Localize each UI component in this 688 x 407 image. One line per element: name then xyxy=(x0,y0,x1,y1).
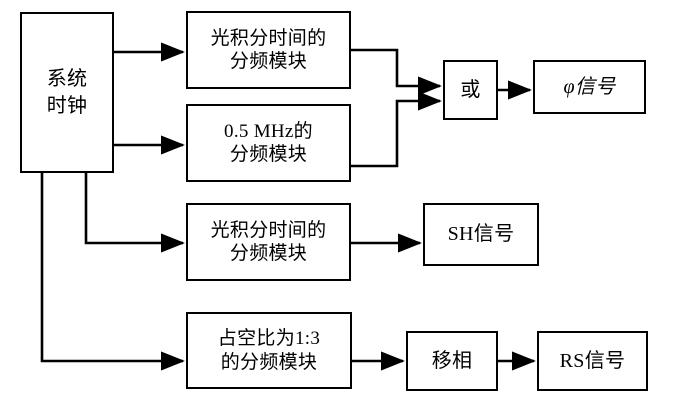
block-integration-time-divider-mid-label: 光积分时间的 分频模块 xyxy=(210,219,327,264)
block-phase-shift-label: 移相 xyxy=(431,349,473,372)
block-duty-cycle-divider: 占空比为1:3 的分频模块 xyxy=(186,312,352,389)
wire-integration-1-to-or xyxy=(351,48,442,96)
block-integration-time-divider-mid: 光积分时间的 分频模块 xyxy=(186,203,351,281)
block-rs-signal-label: RS信号 xyxy=(559,349,626,372)
wire-mhz-to-or xyxy=(351,91,442,168)
block-integration-time-divider-top-label: 光积分时间的 分频模块 xyxy=(210,27,327,72)
block-system-clock: 系统 时钟 xyxy=(20,12,114,173)
block-integration-time-divider-top: 光积分时间的 分频模块 xyxy=(186,11,351,89)
wire-clock-to-integration-2 xyxy=(84,173,185,253)
block-phi-signal-label: φ信号 xyxy=(563,75,616,98)
block-or-gate-label: 或 xyxy=(460,78,481,101)
block-sh-signal: SH信号 xyxy=(423,203,539,266)
block-duty-cycle-divider-label: 占空比为1:3 的分频模块 xyxy=(217,328,321,373)
block-mhz-divider-label: 0.5 MHz的 分频模块 xyxy=(224,120,313,165)
block-rs-signal: RS信号 xyxy=(537,331,648,391)
wire-clock-to-duty xyxy=(40,173,185,371)
block-sh-signal-label: SH信号 xyxy=(447,223,515,246)
block-phase-shift: 移相 xyxy=(406,331,498,391)
block-mhz-divider: 0.5 MHz的 分频模块 xyxy=(186,104,351,182)
block-system-clock-label: 系统 时钟 xyxy=(46,67,88,117)
block-or-gate: 或 xyxy=(443,60,498,120)
block-phi-signal: φ信号 xyxy=(533,60,646,114)
